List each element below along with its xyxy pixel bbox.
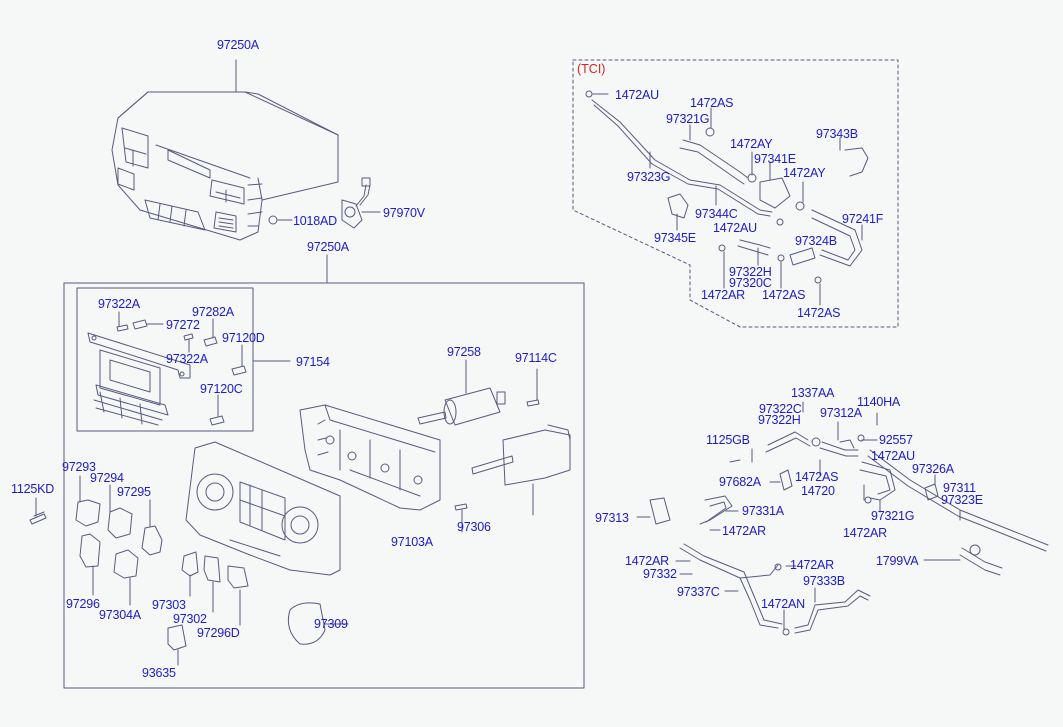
part-label-97250a: 97250A (217, 38, 259, 52)
part-label-97120d: 97120D (222, 331, 265, 345)
part-label-97296d: 97296D (197, 626, 240, 640)
assembly-box (63, 282, 585, 689)
part-label-92557: 92557 (879, 433, 913, 447)
part-label-97114c: 97114C (515, 351, 557, 365)
heater-hose-drawing (636, 401, 1049, 636)
part-label-1472au-3: 1472AU (871, 449, 915, 463)
climate-control-unit-drawing (111, 59, 381, 284)
part-label-1472ay-2: 1472AY (783, 166, 826, 180)
part-label-97293: 97293 (62, 460, 96, 474)
part-label-97258: 97258 (447, 345, 481, 359)
part-label-97344c: 97344C (695, 207, 738, 221)
part-label-97322h: 97322H (729, 265, 772, 279)
part-label-97322h-2: 97322H (758, 413, 801, 427)
part-label-97333b: 97333B (803, 574, 845, 588)
part-label-1472as-2: 1472AS (762, 288, 806, 302)
part-label-1337aa: 1337AA (791, 386, 835, 400)
part-label-1472ar-4: 1472AR (625, 554, 669, 568)
part-label-97250a-box: 97250A (307, 240, 349, 254)
part-label-97103a: 97103A (391, 535, 433, 549)
part-label-97326a: 97326A (912, 462, 954, 476)
part-label-1472ar-2: 1472AR (722, 524, 766, 538)
part-label-97295: 97295 (117, 485, 151, 499)
part-label-97341e: 97341E (754, 152, 796, 166)
part-label-1472ar-5: 1472AR (790, 558, 834, 572)
part-label-1140ha: 1140HA (857, 395, 901, 409)
part-label-97320c: 97320C (729, 276, 772, 290)
part-label-1472as: 1472AS (690, 96, 734, 110)
part-label-97324b: 97324B (795, 234, 837, 248)
tci-section-box (572, 59, 899, 328)
part-label-97296: 97296 (66, 597, 100, 611)
part-label-14720: 14720 (801, 484, 835, 498)
part-label-97241f: 97241F (842, 212, 884, 226)
part-label-97682a: 97682A (719, 475, 761, 489)
part-label-1472au-2: 1472AU (713, 221, 757, 235)
part-label-97323g: 97323G (627, 170, 671, 184)
part-label-97309: 97309 (314, 617, 348, 631)
part-label-97343b: 97343B (816, 127, 858, 141)
part-label-97306: 97306 (457, 520, 491, 534)
button-caps-drawing (29, 475, 349, 666)
part-label-97337c: 97337C (677, 585, 720, 599)
part-label-97311: 97311 (943, 481, 976, 495)
part-label-97313: 97313 (595, 511, 629, 525)
part-label-97322a: 97322A (98, 297, 140, 311)
part-label-97303: 97303 (152, 598, 186, 612)
part-label-97282a: 97282A (192, 305, 234, 319)
part-label-97272: 97272 (166, 318, 200, 332)
part-label-97331a: 97331A (742, 504, 784, 518)
part-label-97332: 97332 (643, 567, 677, 581)
control-housing-drawing (299, 404, 441, 511)
front-panel-drawing (185, 441, 341, 576)
part-label-1018ad: 1018AD (293, 214, 337, 228)
tci-hose-drawing (585, 90, 869, 306)
part-label-1472as-4: 1472AS (795, 470, 839, 484)
part-label-1472an: 1472AN (761, 597, 805, 611)
part-label-97304a: 97304A (99, 608, 141, 622)
part-label-97302: 97302 (173, 612, 207, 626)
part-label-1472au: 1472AU (615, 88, 659, 102)
part-label-1799va: 1799VA (876, 554, 919, 568)
part-label-97322c: 97322C (759, 402, 802, 416)
part-label-93635: 93635 (142, 666, 176, 680)
part-label-1472as-3: 1472AS (797, 306, 841, 320)
part-label-1472ay: 1472AY (730, 137, 773, 151)
part-label-97323e: 97323E (941, 493, 983, 507)
part-label-97120c: 97120C (200, 382, 243, 396)
part-label-1125kd: 1125KD (11, 482, 55, 496)
part-label-1472ar: 1472AR (701, 288, 745, 302)
actuator-motor-drawing (417, 359, 540, 426)
part-label-97294: 97294 (90, 471, 124, 485)
actuator-drawing (454, 424, 571, 533)
part-label-97312a: 97312A (820, 406, 862, 420)
part-label-1472ar-3: 1472AR (843, 526, 887, 540)
part-label-97322a-2: 97322A (166, 352, 208, 366)
part-label-97970v: 97970V (383, 206, 425, 220)
part-label-97345e: 97345E (654, 231, 696, 245)
part-label-1125gb: 1125GB (706, 433, 750, 447)
sub-assembly-box-97154 (76, 287, 254, 432)
part-label-97321g: 97321G (666, 112, 710, 126)
bracket-assembly-drawing (87, 311, 247, 426)
part-label-97154: 97154 (296, 355, 330, 369)
variant-tag-tci: (TCI) (577, 62, 606, 76)
part-label-97321g-2: 97321G (871, 509, 915, 523)
